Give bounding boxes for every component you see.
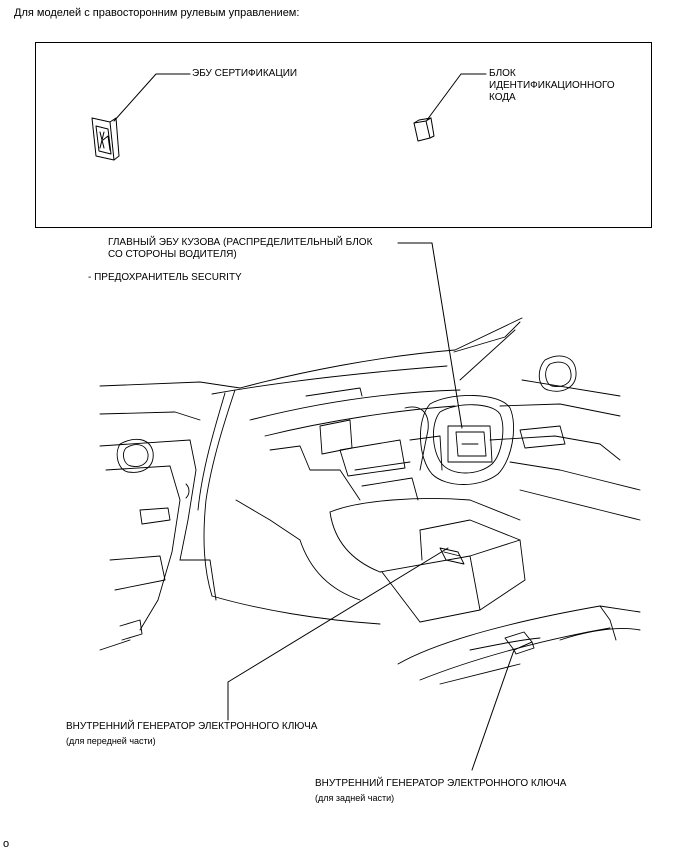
front-oscillator-label: ВНУТРЕННИЙ ГЕНЕРАТОР ЭЛЕКТРОННОГО КЛЮЧА: [66, 721, 318, 732]
main-body-ecu-label-line1: ГЛАВНЫЙ ЭБУ КУЗОВА (РАСПРЕДЕЛИТЕЛЬНЫЙ БЛ…: [108, 237, 373, 248]
component-inset-frame: [35, 42, 652, 228]
front-oscillator-leader: [227, 547, 449, 721]
car-interior-drawing: [99, 317, 641, 685]
rear-oscillator-sublabel: (для задней части): [315, 793, 395, 803]
id-code-box-drawing: [413, 117, 435, 142]
page-heading: Для моделей с правосторонним рулевым упр…: [14, 7, 300, 19]
certification-ecu-leader: [113, 73, 191, 122]
certification-ecu-label: ЭБУ СЕРТИФИКАЦИИ: [192, 68, 298, 79]
main-body-ecu-leader: [397, 242, 463, 429]
front-oscillator-sublabel: (для передней части): [66, 736, 156, 746]
id-code-box-label-line2: ИДЕНТИФИКАЦИОННОГО: [489, 80, 615, 91]
main-body-ecu-label-line2: СО СТОРОНЫ ВОДИТЕЛЯ): [108, 249, 237, 260]
id-code-box-label-line1: БЛОК: [489, 68, 516, 79]
corner-mark: o: [3, 838, 10, 850]
certification-ecu-drawing: [91, 117, 120, 161]
security-fuse-label: - ПРЕДОХРАНИТЕЛЬ SECURITY: [88, 272, 242, 283]
id-code-box-label-line3: КОДА: [489, 92, 516, 103]
rear-oscillator-leader: [471, 649, 515, 771]
rear-oscillator-label: ВНУТРЕННИЙ ГЕНЕРАТОР ЭЛЕКТРОННОГО КЛЮЧА: [315, 778, 567, 789]
id-code-box-leader: [426, 73, 487, 121]
